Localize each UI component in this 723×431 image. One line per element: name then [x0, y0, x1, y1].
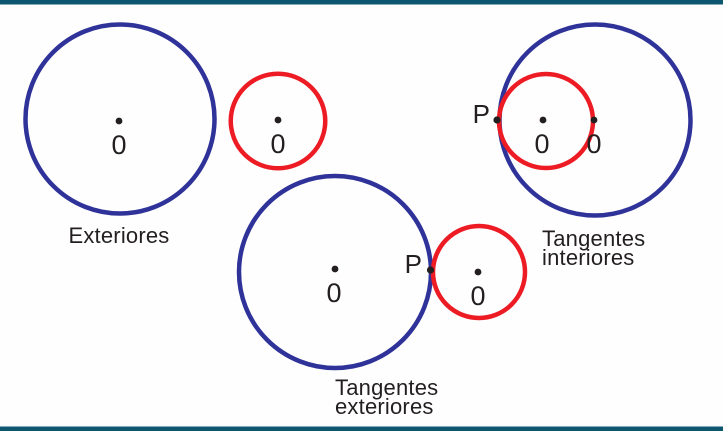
large-circle-center-dot — [331, 265, 339, 273]
tangent-point-dot — [493, 116, 501, 124]
small-circle-center-dot — [274, 116, 282, 124]
panel-exteriores: 0 0 Exteriores — [23, 22, 328, 248]
tangent-point-dot — [426, 266, 435, 274]
bottom-border-bar — [0, 426, 723, 431]
panel-tangentes-exteriores: 0 0 P Tangentes exteriores — [236, 173, 528, 419]
large-circle-center-label: 0 — [111, 130, 126, 160]
small-circle-center-dot — [539, 116, 547, 124]
panel-caption-line1: Tangentes — [542, 226, 645, 251]
small-circle-center-dot — [474, 268, 482, 276]
panel-caption: Exteriores — [68, 223, 169, 248]
tangent-point-label: P — [473, 99, 490, 129]
panel-caption-line2: interiores — [542, 245, 634, 270]
large-circle-center-label: 0 — [326, 278, 341, 308]
large-circle-center-dot — [115, 117, 123, 125]
large-circle-center-label: 0 — [586, 129, 601, 159]
small-circle-center-label: 0 — [270, 129, 285, 159]
panel-tangentes-interiores: 0 0 P Tangentes interiores — [473, 22, 693, 270]
top-border-bar — [0, 0, 723, 5]
small-circle-center-label: 0 — [534, 129, 549, 159]
large-circle — [23, 22, 217, 216]
tangent-point-label: P — [405, 249, 422, 279]
small-circle — [228, 71, 328, 171]
large-circle-center-dot — [590, 116, 598, 124]
panel-caption-line2: exteriores — [335, 394, 434, 419]
small-circle-center-label: 0 — [470, 281, 485, 311]
panel-caption-line1: Tangentes — [335, 375, 438, 400]
